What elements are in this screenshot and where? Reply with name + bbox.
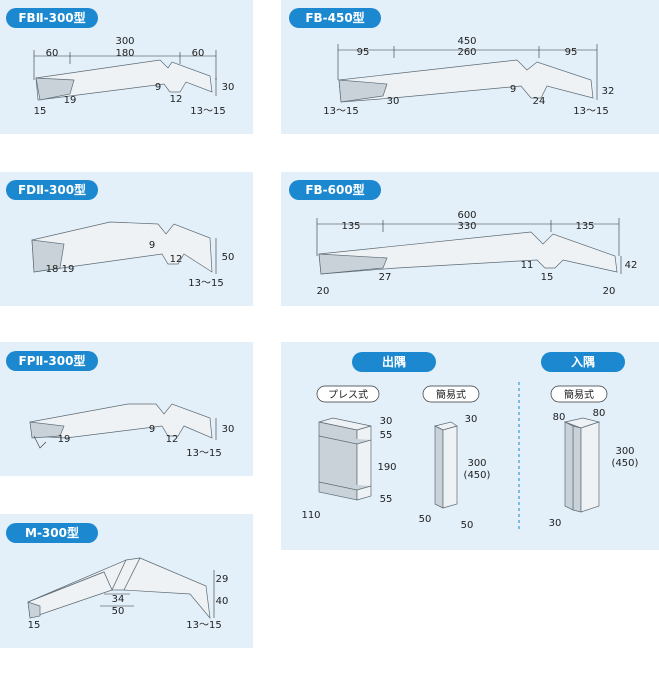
fp2-dim-rib-gap: 9 xyxy=(149,424,155,435)
inner-dim-height: 300 xyxy=(615,446,634,457)
title-outer-corner: 出隅 xyxy=(352,352,436,372)
fp2-dim-rib-w2: 19 xyxy=(58,434,71,445)
fb600-dim-rib-gap: 11 xyxy=(521,260,534,271)
fb2-dim-total: 300 xyxy=(115,36,134,47)
fb600-dim-center: 330 xyxy=(457,221,476,232)
fb2-dim-height: 30 xyxy=(222,82,235,93)
title-inner-corner: 入隅 xyxy=(541,352,625,372)
simple-dim-height: 300 xyxy=(467,458,486,469)
simple-label2-pill xyxy=(550,385,608,403)
press-dim-d1: 55 xyxy=(380,430,393,441)
fd2-dim-rib-w2: 19 xyxy=(62,264,75,275)
inner-dim-b: 80 xyxy=(593,408,606,419)
title-fd2-300: FDⅡ-300型 xyxy=(6,180,98,200)
simple-dim-height-alt: (450) xyxy=(464,470,491,481)
m300-dim-outer: 50 xyxy=(112,606,125,617)
fb2-dim-center: 180 xyxy=(115,48,134,59)
fd2-dim-height: 50 xyxy=(222,252,235,263)
title-m-300: M-300型 xyxy=(6,523,98,543)
fb600-dim-rib-w2: 27 xyxy=(379,272,392,283)
fb2-dim-right: 60 xyxy=(192,48,205,59)
press-dim-top: 30 xyxy=(380,416,393,427)
simple-label2: 簡易式 xyxy=(564,388,594,401)
press-dim-d3: 55 xyxy=(380,494,393,505)
fb600-dim-lip-left: 20 xyxy=(317,286,330,297)
title-fb2-300: FBⅡ-300型 xyxy=(6,8,98,28)
fb2-dim-left: 60 xyxy=(46,48,59,59)
fb450-dim-rib-w: 24 xyxy=(533,96,546,107)
m300-dim-lip: 15 xyxy=(28,620,41,631)
fb2-dim-rib-w: 12 xyxy=(170,94,183,105)
fp2-dim-height: 30 xyxy=(222,424,235,435)
fd2-dim-rib-w: 12 xyxy=(170,254,183,265)
fd2-300-drawing: 50 18 19 9 12 13～15 xyxy=(31,221,235,289)
fb2-dim-lip: 15 xyxy=(34,106,47,117)
fb2-dim-rib-gap: 9 xyxy=(155,82,161,93)
fb450-dim-height: 32 xyxy=(602,86,615,97)
fb2-dim-range: 13～15 xyxy=(190,106,225,117)
inner-dim-base: 30 xyxy=(549,518,562,529)
fb600-dim-rib-w: 15 xyxy=(541,272,554,283)
simple-dim-b1: 50 xyxy=(419,514,432,525)
corners-drawing: プレス式 簡易式 簡易式 30 55 190 55 110 30 300 (45… xyxy=(301,382,639,532)
fb450-dim-range: 13～15 xyxy=(573,106,608,117)
fb600-dim-total: 600 xyxy=(457,210,476,221)
simple-label-pill xyxy=(422,385,480,403)
m300-dim-h-lower: 40 xyxy=(216,596,229,607)
fd2-dim-lip: 18 xyxy=(46,264,59,275)
fb-450-drawing: 450 95 260 95 32 13～15 30 9 24 13～15 xyxy=(323,36,615,117)
fb2-300-drawing: 300 60 180 60 30 15 19 9 12 13～15 xyxy=(34,36,235,117)
title-fp2-300: FPⅡ-300型 xyxy=(6,351,98,371)
m-300-drawing: 29 40 34 50 15 13～15 xyxy=(27,557,229,631)
fp2-dim-range: 13～15 xyxy=(186,448,221,459)
simple-dim-b2: 50 xyxy=(461,520,474,531)
inner-dim-a: 80 xyxy=(553,412,566,423)
fd2-dim-rib-gap: 9 xyxy=(149,240,155,251)
simple-label: 簡易式 xyxy=(436,388,466,401)
fb600-dim-left: 135 xyxy=(341,221,360,232)
fb-600-drawing: 600 135 330 135 42 20 27 11 15 20 xyxy=(317,210,638,297)
fb600-dim-height: 42 xyxy=(625,260,638,271)
press-dim-d2: 190 xyxy=(377,462,396,473)
inner-dim-height-alt: (450) xyxy=(612,458,639,469)
press-label: プレス式 xyxy=(328,388,368,401)
title-fb-450: FB-450型 xyxy=(289,8,381,28)
fb450-dim-lip: 13～15 xyxy=(323,106,358,117)
m300-dim-range: 13～15 xyxy=(186,620,221,631)
fb600-dim-right: 135 xyxy=(575,221,594,232)
fp2-dim-rib-w: 12 xyxy=(166,434,179,445)
press-dim-base: 110 xyxy=(301,510,320,521)
simple-dim-top: 30 xyxy=(465,414,478,425)
fb2-dim-rib-w2: 19 xyxy=(64,95,77,106)
fp2-300-drawing: 30 19 9 12 13～15 xyxy=(29,403,235,459)
fb450-dim-total: 450 xyxy=(457,36,476,47)
m300-dim-h-upper: 29 xyxy=(216,574,229,585)
fb450-dim-rib-gap: 9 xyxy=(510,84,516,95)
press-label-pill xyxy=(316,385,380,403)
fb450-dim-right: 95 xyxy=(565,47,578,58)
fb450-dim-left: 95 xyxy=(357,47,370,58)
fb600-dim-lip-right: 20 xyxy=(603,286,616,297)
title-fb-600: FB-600型 xyxy=(289,180,381,200)
fb450-dim-rib-w2: 30 xyxy=(387,96,400,107)
m300-dim-inner: 34 xyxy=(112,594,125,605)
fb450-dim-center: 260 xyxy=(457,47,476,58)
fd2-dim-range: 13～15 xyxy=(188,278,223,289)
